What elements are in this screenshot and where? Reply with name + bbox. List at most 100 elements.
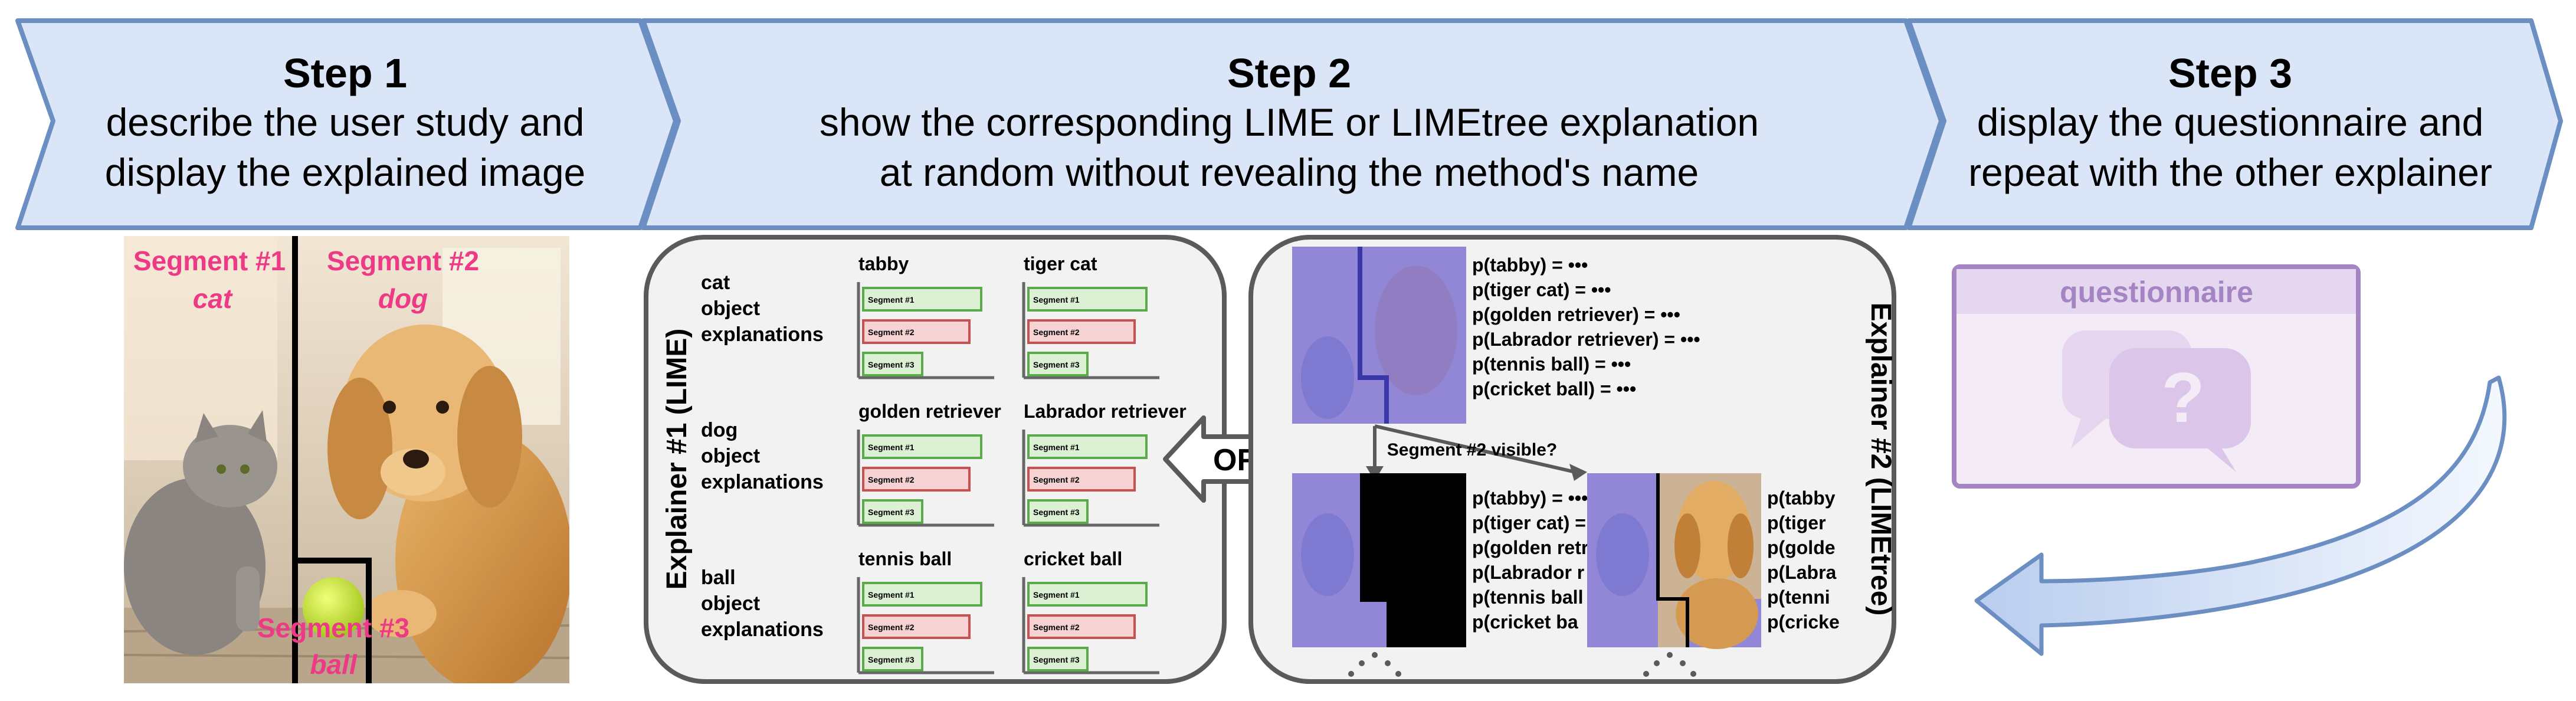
limetree-top-image	[1292, 247, 1466, 424]
lime-bar-label: Segment #3	[1033, 360, 1080, 369]
segment-1-label: Segment #1	[133, 245, 286, 276]
lime-bar-label: Segment #1	[868, 590, 915, 600]
tree-question: Segment #2 visible?	[1387, 440, 1557, 460]
probability-line: p(tenni	[1767, 587, 1830, 608]
lime-bar	[1027, 499, 1089, 524]
lime-bar-label: Segment #2	[1033, 623, 1080, 632]
lime-class-header: tabby	[858, 253, 909, 274]
step-3-line-1: display the questionnaire and	[1977, 100, 2484, 144]
probability-line: p(tennis ball) = •••	[1472, 353, 1631, 375]
step-2-line-2: at random without revealing the method's…	[880, 150, 1699, 194]
segment-3-label: Segment #3	[257, 612, 409, 643]
lime-bar	[862, 352, 923, 376]
lime-class-header: golden retriever	[858, 401, 1001, 422]
probability-line: p(tiger cat) =	[1472, 512, 1586, 533]
lime-bar	[862, 499, 923, 524]
lime-bar	[862, 319, 971, 344]
lime-bar	[1027, 614, 1136, 639]
step-3-title: Step 3	[2168, 50, 2292, 96]
limetree-side-label: Explainer #2 (LIMEtree)	[1865, 303, 1896, 616]
step-1-line-1: describe the user study and	[106, 100, 585, 144]
step-3-line-2: repeat with the other explainer	[1968, 150, 2492, 194]
lime-bar	[862, 287, 982, 312]
lime-bar	[862, 647, 923, 671]
step-1-line-2: display the explained image	[105, 150, 586, 194]
lime-bar-label: Segment #3	[868, 655, 915, 664]
lime-bar-label: Segment #2	[868, 475, 915, 484]
lime-bar-label: Segment #2	[868, 623, 915, 632]
lime-bar	[862, 434, 982, 459]
lime-bar-label: Segment #1	[1033, 443, 1080, 452]
probability-line: p(Labrador retriever) = •••	[1472, 329, 1700, 350]
segment-1-object: cat	[193, 283, 233, 314]
probability-line: p(Labra	[1767, 562, 1837, 583]
lime-bar	[862, 582, 982, 607]
probability-line: p(golden retr	[1472, 537, 1588, 558]
limetree-panel: Explainer #2 (LIMEtree) p(tabby) = •••p(…	[1248, 235, 1896, 684]
probability-line: p(tabby	[1767, 487, 1836, 509]
cat-figure	[124, 410, 277, 655]
lime-bar	[1027, 467, 1136, 492]
lime-bar	[1027, 434, 1148, 459]
segment-3-object: ball	[310, 649, 357, 680]
lime-bar	[1027, 582, 1148, 607]
lime-bar-label: Segment #1	[1033, 295, 1080, 304]
step-2-line-1: show the corresponding LIME or LIMEtree …	[820, 100, 1759, 144]
limetree-visible-image	[1587, 473, 1761, 649]
probability-line: p(tiger cat) = •••	[1472, 279, 1611, 300]
lime-bar-label: Segment #1	[868, 295, 915, 304]
lime-class-header: tiger cat	[1024, 253, 1097, 274]
tree-continuation-dots	[1348, 652, 1696, 677]
lime-class-header: cricket ball	[1024, 548, 1122, 569]
lime-bar	[862, 614, 971, 639]
lime-bar	[1027, 647, 1089, 671]
probability-line: p(tabby) = •••	[1472, 254, 1588, 276]
lime-bar	[862, 467, 971, 492]
lime-bar-label: Segment #2	[868, 327, 915, 337]
tennis-ball-figure	[303, 577, 364, 638]
lime-bar-label: Segment #2	[1033, 475, 1080, 484]
speech-bubbles-question-icon: ?	[2062, 330, 2251, 472]
limetree-right-probabilities: p(tabby p(tiger p(golde p(Labra p(tenni p(cri…	[1767, 487, 1840, 633]
lime-bar-label: Segment #3	[1033, 507, 1080, 517]
tree-arrow-right	[1374, 424, 1576, 474]
lime-bar-label: Segment #3	[868, 360, 915, 369]
step-3-arrow: Step 3 display the questionnaire and rep…	[1906, 18, 2563, 230]
lime-bar	[1027, 287, 1148, 312]
segment-2-object: dog	[378, 283, 428, 314]
probability-line: p(tabby) = •••	[1472, 487, 1588, 509]
lime-bar-label: Segment #2	[1033, 327, 1080, 337]
dog-figure	[327, 325, 569, 683]
repeat-curved-arrow	[1974, 375, 2507, 656]
probability-line: p(cricket ball) = •••	[1472, 378, 1636, 399]
lime-bar	[1027, 319, 1136, 344]
lime-side-label: Explainer #1 (LIME)	[661, 329, 693, 590]
segment-boundary	[292, 236, 372, 683]
probability-line: p(cricke	[1767, 611, 1840, 633]
limetree-top-probabilities: p(tabby) = ••• p(tiger cat) = ••• p(golden…	[1472, 254, 1700, 399]
segment-2-label: Segment #2	[327, 245, 479, 276]
lime-bar-label: Segment #1	[868, 443, 915, 452]
probability-line: p(cricket ba	[1472, 611, 1578, 633]
lime-class-header: tennis ball	[858, 548, 952, 569]
lime-bar	[1027, 352, 1089, 376]
lime-class-header: Labrador retriever	[1024, 401, 1187, 422]
svg-text:?: ?	[2161, 358, 2204, 437]
limetree-masked-image	[1292, 473, 1466, 647]
probability-line: p(tiger	[1767, 512, 1826, 533]
probability-line: p(golden retriever) = •••	[1472, 304, 1680, 325]
step-2-arrow: Step 2 show the corresponding LIME or LI…	[641, 18, 1944, 230]
questionnaire-card: questionnaire ?	[1952, 264, 2361, 489]
explained-image: Segment #1 cat Segment #2 dog Segment #3…	[124, 236, 569, 683]
probability-line: p(golde	[1767, 537, 1836, 558]
step-2-title: Step 2	[1227, 50, 1351, 96]
questionnaire-title: questionnaire	[2060, 276, 2253, 309]
probability-line: p(Labrador r	[1472, 562, 1584, 583]
lime-bar-label: Segment #3	[1033, 655, 1080, 664]
probability-line: p(tennis ball	[1472, 587, 1583, 608]
